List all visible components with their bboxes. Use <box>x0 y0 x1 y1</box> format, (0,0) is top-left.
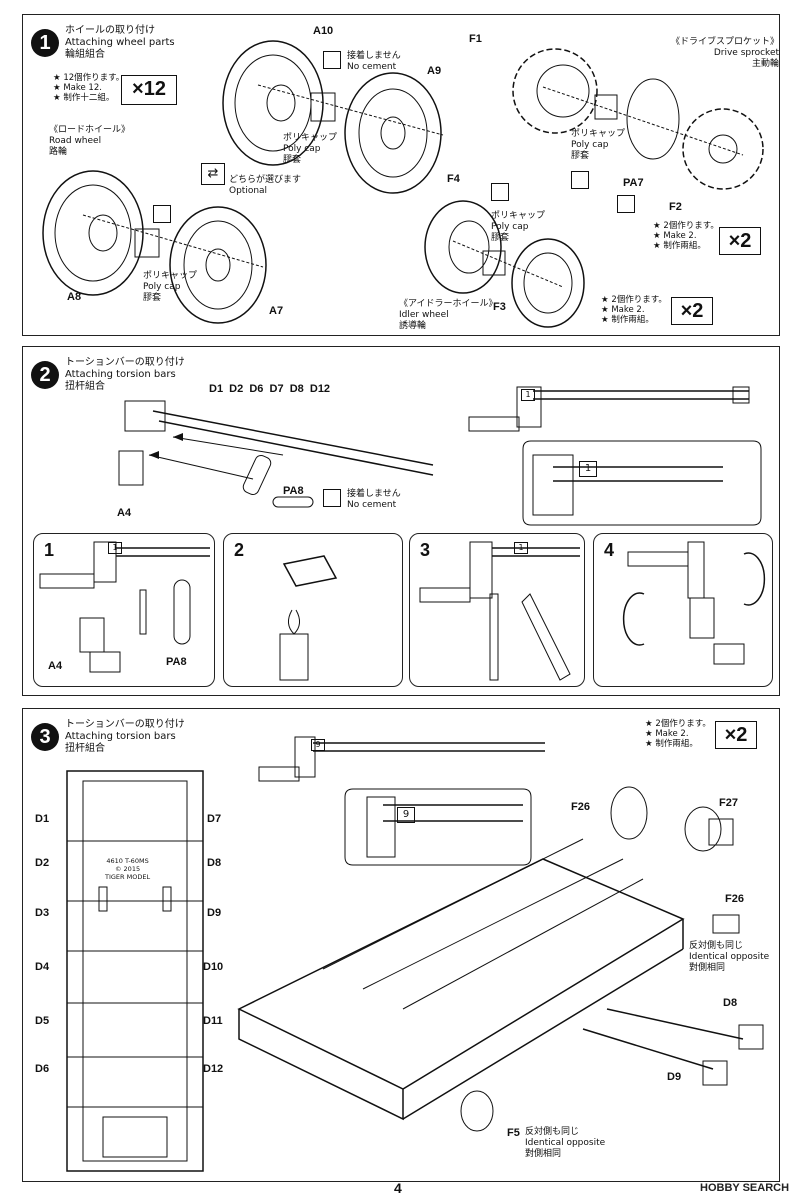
step3-title: トーションバーの取り付け Attaching torsion bars 扭杆組合 <box>65 719 185 754</box>
step3-number: 3 <box>31 723 59 751</box>
sprocket-idler-drawing <box>424 48 764 328</box>
page-number: 4 <box>394 1180 402 1196</box>
step2-panel: 2 トーションバーの取り付け Attaching torsion bars 扭杆… <box>22 346 780 696</box>
step2-number: 2 <box>31 361 59 389</box>
part-F3: F3 <box>493 301 506 313</box>
step3-tag-small: 9 <box>311 739 325 751</box>
part-A8: A8 <box>67 291 82 303</box>
part-A10: A10 <box>313 25 334 37</box>
part-F1: F1 <box>469 33 482 45</box>
make2-note-sprocket: ★ 2個作ります。★ Make 2.★ 制作兩組。 <box>653 221 719 251</box>
no-cement-icon-3 <box>571 171 589 189</box>
step3-bar-drawing <box>237 736 764 1132</box>
substep1-part-PA8: PA8 <box>166 656 187 668</box>
multiplier-2-sprocket: ×2 <box>719 227 761 255</box>
part-A7: A7 <box>269 305 284 317</box>
label-D10: D10 <box>203 961 224 973</box>
label-D7: D7 <box>207 813 222 825</box>
label-D2: D2 <box>35 857 50 869</box>
watermark: HOBBY SEARCH <box>700 1182 790 1194</box>
part-F26-top: F26 <box>571 801 590 813</box>
hull-top-view <box>66 770 204 1172</box>
substep1-part-A4: A4 <box>48 660 63 672</box>
step2-title: トーションバーの取り付け Attaching torsion bars 扭杆組合 <box>65 357 185 392</box>
part-F5: F5 <box>507 1127 520 1139</box>
part-F26-right: F26 <box>725 893 744 905</box>
label-D12: D12 <box>203 1063 224 1075</box>
optional-icon: ⇄ <box>201 163 225 185</box>
step1-title: ホイールの取り付け Attaching wheel parts 輪組組合 <box>65 25 175 60</box>
step3-tag-large: 9 <box>397 807 415 823</box>
part-F4: F4 <box>447 173 460 185</box>
label-D5: D5 <box>35 1015 50 1027</box>
label-D9: D9 <box>207 907 222 919</box>
torsion-bar-labels: D1 D2 D6 D7 D8 D12 <box>209 383 331 395</box>
torsion-bar-drawing <box>118 386 762 526</box>
part-F2: F2 <box>669 201 682 213</box>
no-cement-icon-2 <box>153 205 171 223</box>
road-wheels-drawing <box>42 40 444 324</box>
substep-4: 4 <box>593 533 773 687</box>
part-F27: F27 <box>719 797 738 809</box>
part-D9: D9 <box>667 1071 682 1083</box>
multiplier-2-idler: ×2 <box>671 297 713 325</box>
step3-multiplier-2: ×2 <box>715 721 757 749</box>
part-D8: D8 <box>723 997 738 1009</box>
substep-2: 2 <box>223 533 403 687</box>
no-cement-icon-4 <box>491 183 509 201</box>
bar-tag-small: 1 <box>521 389 535 401</box>
step3-make2-note: ★ 2個作ります。★ Make 2.★ 制作兩組。 <box>645 719 711 749</box>
substep-3: 3 1 <box>409 533 585 687</box>
label-D4: D4 <box>35 961 50 973</box>
step3-panel: 3 トーションバーの取り付け Attaching torsion bars 扭杆… <box>22 708 780 1182</box>
part-PA7: PA7 <box>623 177 644 189</box>
step1-panel: 1 ホイールの取り付け Attaching wheel parts 輪組組合 ★… <box>22 14 780 336</box>
no-cement-icon <box>323 51 341 69</box>
no-cement-icon-step2 <box>323 489 341 507</box>
step1-number: 1 <box>31 29 59 57</box>
make2-note-idler: ★ 2個作ります。★ Make 2.★ 制作兩組。 <box>601 295 667 325</box>
glue-icon <box>617 195 635 213</box>
part-PA8: PA8 <box>283 485 304 497</box>
substep1-tag: 1 <box>108 542 122 554</box>
make12-note: ★ 12個作ります。★ Make 12.★ 制作十二組。 <box>53 73 125 103</box>
substep-1: 1 1 A4 PA8 <box>33 533 215 687</box>
bar-tag-large: 1 <box>579 461 597 477</box>
multiplier-12: ×12 <box>121 75 177 105</box>
label-D11: D11 <box>203 1015 223 1027</box>
label-D8: D8 <box>207 857 222 869</box>
label-D3: D3 <box>35 907 50 919</box>
label-D6: D6 <box>35 1063 50 1075</box>
substep3-tag: 1 <box>514 542 528 554</box>
part-A9: A9 <box>427 65 442 77</box>
part-A4: A4 <box>117 507 132 519</box>
label-D1: D1 <box>35 813 50 825</box>
